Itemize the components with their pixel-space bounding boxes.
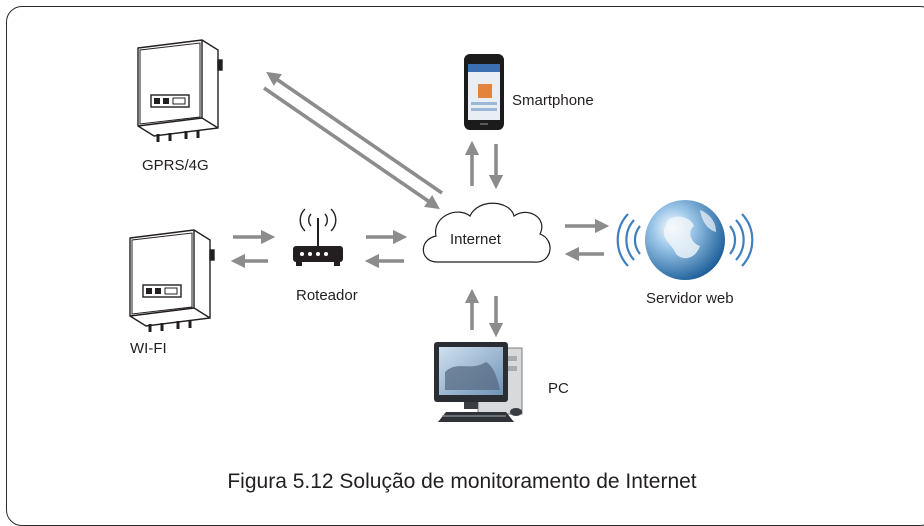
network-diagram (129, 39, 754, 422)
connection-arrows (230, 71, 610, 338)
internet-label: Internet (450, 231, 501, 248)
internet-cloud-icon (422, 202, 551, 263)
router-label: Roteador (296, 287, 358, 304)
web-server-globe-icon (645, 200, 725, 280)
server-label: Servidor web (646, 290, 734, 307)
arrow-internet-to-gprs (266, 71, 444, 195)
signal-waves-icon (616, 213, 754, 267)
gprs-label: GPRS/4G (142, 157, 209, 174)
figure-caption: Figura 5.12 Solução de monitoramento de … (227, 470, 697, 493)
smartphone-label: Smartphone (512, 92, 594, 109)
pc-label: PC (548, 380, 569, 397)
router-icon (293, 208, 343, 266)
pc-icon (434, 342, 523, 422)
wifi-inverter-icon (129, 229, 215, 332)
gprs-inverter-icon (137, 39, 223, 142)
wifi-label: WI-FI (130, 340, 167, 357)
smartphone-icon (464, 54, 504, 130)
arrow-gprs-to-internet (262, 86, 440, 210)
